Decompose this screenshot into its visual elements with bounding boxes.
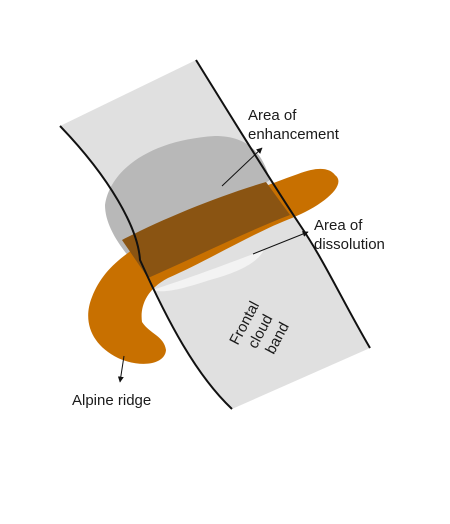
alpine-ridge-pointer xyxy=(117,355,125,383)
ridge-band-overlap xyxy=(122,182,290,278)
enhancement-area xyxy=(105,136,270,258)
dissolution-label-line2: dissolution xyxy=(314,236,385,253)
alpine-ridge-label: Alpine ridge xyxy=(72,392,151,409)
band-left-edge xyxy=(59,125,233,410)
enhancement-label-line1: Area of xyxy=(248,107,297,124)
enhancement-label: Area of enhancement xyxy=(248,107,340,143)
dissolution-area xyxy=(152,250,264,292)
enhancement-label-line2: enhancement xyxy=(248,126,340,143)
enhancement-pointer xyxy=(221,147,263,187)
dissolution-label: Area of dissolution xyxy=(314,217,385,253)
dissolution-pointer xyxy=(252,231,309,255)
band-right-edge xyxy=(195,59,371,349)
dissolution-label-line1: Area of xyxy=(314,217,363,234)
